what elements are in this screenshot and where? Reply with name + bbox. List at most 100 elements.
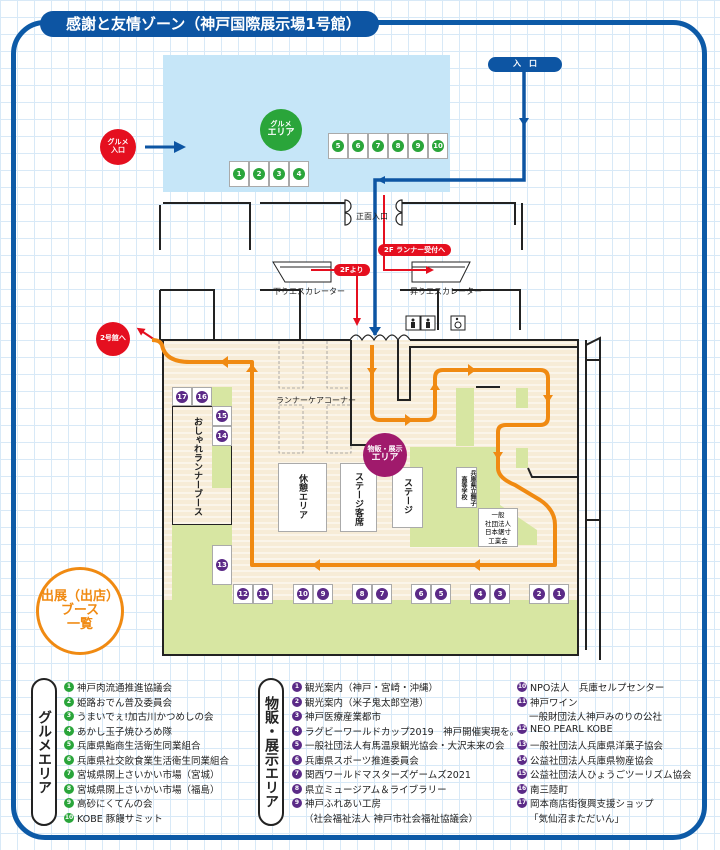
- legend-number: 6: [64, 754, 74, 765]
- booth-number: 1: [553, 588, 565, 600]
- booth-number: 8: [356, 588, 368, 600]
- booth: 16: [192, 387, 212, 406]
- legend-subtext: 「気仙沼まただいん」: [529, 813, 625, 825]
- legend-number: 4: [292, 725, 302, 736]
- school-label: 兵庫県立舞子高等学校: [460, 470, 476, 506]
- legend-number: 9: [292, 798, 302, 808]
- to-hall2-badge: 2号館へ: [96, 322, 130, 356]
- booth-list-line2: ブース: [60, 602, 100, 618]
- booth: 10: [293, 584, 313, 604]
- main-entrance-label: 正面入口: [356, 212, 388, 221]
- booth-number: 9: [317, 588, 329, 600]
- gourmet-entrance-line2: 入口: [111, 146, 125, 154]
- booth-number: 7: [376, 588, 388, 600]
- stage: ステージ: [392, 467, 423, 528]
- legend-number: 14: [517, 754, 527, 765]
- page-title: 感謝と友情ゾーン（神戸国際展示場1号館）: [40, 11, 379, 37]
- legend-number: 1: [292, 682, 302, 692]
- legend-text: 県立ミュージアム＆ライブラリー: [305, 784, 447, 796]
- booth: 14: [212, 426, 232, 446]
- legend-text: 高砂にくてんの会: [77, 799, 153, 810]
- booth: 4: [289, 161, 309, 187]
- booth-number: 15: [216, 410, 228, 422]
- legend-text: NPO法人 兵庫セルプセンター: [530, 683, 665, 694]
- legend-number: 12: [517, 724, 527, 734]
- legend-number: 5: [64, 740, 74, 750]
- school-booth: 兵庫県立舞子高等学校: [456, 467, 477, 508]
- booth: 4: [470, 584, 490, 604]
- booth-number: 9: [412, 140, 424, 152]
- legend-text: 神戸ワイン: [530, 697, 578, 709]
- legend-text: ラグビーワールドカップ2019 神戸開催実現を。: [305, 726, 520, 738]
- legend-number: 15: [517, 769, 527, 779]
- legend-number: 16: [517, 783, 527, 794]
- restroom-icon: [405, 315, 436, 331]
- booth-number: 13: [216, 559, 228, 571]
- booth-number: 4: [474, 588, 486, 600]
- legend-number: 8: [292, 783, 302, 794]
- escalator-down-label: 下りエスカレーター: [273, 287, 345, 296]
- entrance-doors: [344, 199, 411, 342]
- booth-number: 6: [415, 588, 427, 600]
- booth-number: 3: [273, 168, 285, 180]
- booth-list-line3: 一覧: [66, 617, 93, 633]
- legend-text: 宮城県閖上さいかい市場（福島）: [77, 784, 220, 796]
- legend-subtext: 一般財団法人神戸みのりの公社: [529, 712, 663, 723]
- legend-text: 神戸ふれあい工房: [305, 799, 382, 810]
- booth: 9: [313, 584, 333, 604]
- assoc-line4: 工業会: [488, 536, 508, 545]
- accessible-icon: [450, 315, 466, 331]
- legend-text: 神戸医療産業都市: [305, 712, 382, 723]
- legend-number: 7: [292, 769, 302, 779]
- legend-text: 関西ワールドマスターズゲームズ2021: [305, 770, 471, 781]
- fashion-booth-label: おしゃれランナーブース: [192, 417, 202, 516]
- legend-number: 6: [292, 754, 302, 765]
- booth-number: 11: [257, 588, 269, 600]
- legend-number: 2: [64, 696, 74, 707]
- legend-number: 4: [64, 725, 74, 736]
- assoc-line2: 社団法人: [485, 519, 511, 528]
- booth-number: 3: [494, 588, 506, 600]
- from-2f-label: 2Fより: [334, 264, 370, 276]
- legend-text: 兵庫県鮨商生活衛生同業組合: [77, 741, 201, 752]
- booth-number: 1: [233, 168, 245, 180]
- legend-text: あかし玉子焼ひろめ隊: [77, 726, 173, 738]
- booth-number: 2: [253, 168, 265, 180]
- booth-number: 17: [176, 390, 188, 403]
- booth: 3: [269, 161, 289, 187]
- legend-number: 10: [517, 682, 527, 692]
- legend-number: 8: [64, 783, 74, 794]
- legend-number: 10: [64, 812, 74, 823]
- booth: 5: [431, 584, 451, 604]
- stage-label: ステージ: [402, 478, 412, 514]
- booth-number: 12: [237, 588, 249, 600]
- to-2f-runner-label: 2F ランナー受付へ: [378, 244, 452, 256]
- booth: 2: [529, 584, 549, 604]
- legend-text: うまいでぇ!加古川かつめしの会: [77, 712, 214, 723]
- stage-seats-label: ステージ客席: [353, 472, 363, 526]
- legend-number: 5: [292, 740, 302, 750]
- legend-number: 13: [517, 740, 527, 750]
- stage-seats: ステージ客席: [340, 463, 377, 532]
- green-zones: [163, 387, 578, 655]
- booth-number: 5: [435, 588, 447, 600]
- legend-text: 一般社団法人兵庫県洋菓子協会: [530, 741, 664, 752]
- rest-area-label: 休憩エリア: [297, 474, 307, 519]
- legend-text: 宮城県閖上さいかい市場（宮城）: [77, 770, 220, 781]
- legend-number: 9: [64, 798, 74, 808]
- booth-number: 10: [432, 140, 444, 152]
